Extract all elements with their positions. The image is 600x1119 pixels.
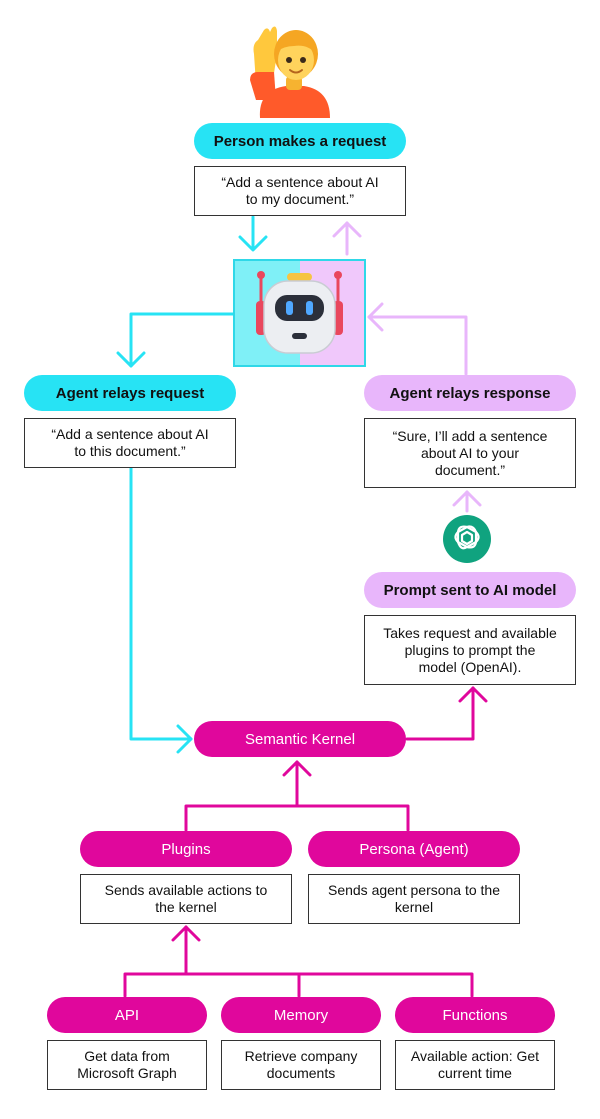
arrow-agent-to-person	[332, 221, 362, 256]
plugins-desc: Sends available actions to the kernel	[80, 874, 292, 924]
plugins-label: Plugins	[80, 831, 292, 867]
semantic-kernel-label: Semantic Kernel	[194, 721, 406, 757]
person-request-label: Person makes a request	[194, 123, 406, 159]
agent-relays-request-quote: “Add a sentence about AI to this documen…	[24, 418, 236, 468]
arrow-agent-to-relay-request	[116, 312, 235, 368]
arrow-model-to-relay-response	[452, 490, 482, 513]
prompt-sent-desc: Takes request and available plugins to p…	[364, 615, 576, 685]
agent-relays-response-label: Agent relays response	[364, 375, 576, 411]
person-request-quote: “Add a sentence about AI to my document.…	[194, 166, 406, 216]
arrow-kernel-to-prompt	[405, 686, 488, 741]
arrow-relay-response-to-agent	[367, 302, 468, 376]
functions-desc: Available action: Get current time	[395, 1040, 555, 1090]
api-label: API	[47, 997, 207, 1033]
memory-desc: Retrieve company documents	[221, 1040, 381, 1090]
functions-label: Functions	[395, 997, 555, 1033]
person-raising-hand-icon	[250, 26, 330, 118]
persona-desc: Sends agent persona to the kernel	[308, 874, 520, 924]
arrow-person-to-agent	[238, 215, 268, 252]
prompt-sent-label: Prompt sent to AI model	[364, 572, 576, 608]
agent-relays-response-quote: “Sure, I’ll add a sentence about AI to y…	[364, 418, 576, 488]
arrow-sources-to-plugins	[123, 925, 474, 998]
openai-logo-icon	[443, 515, 491, 563]
memory-label: Memory	[221, 997, 381, 1033]
api-desc: Get data from Microsoft Graph	[47, 1040, 207, 1090]
persona-label: Persona (Agent)	[308, 831, 520, 867]
agent-relays-request-label: Agent relays request	[24, 375, 236, 411]
arrow-plugins-persona-to-kernel	[184, 760, 410, 832]
robot-icon	[256, 271, 343, 354]
arrow-relay-request-to-kernel	[129, 465, 193, 754]
agent-box	[233, 259, 366, 367]
